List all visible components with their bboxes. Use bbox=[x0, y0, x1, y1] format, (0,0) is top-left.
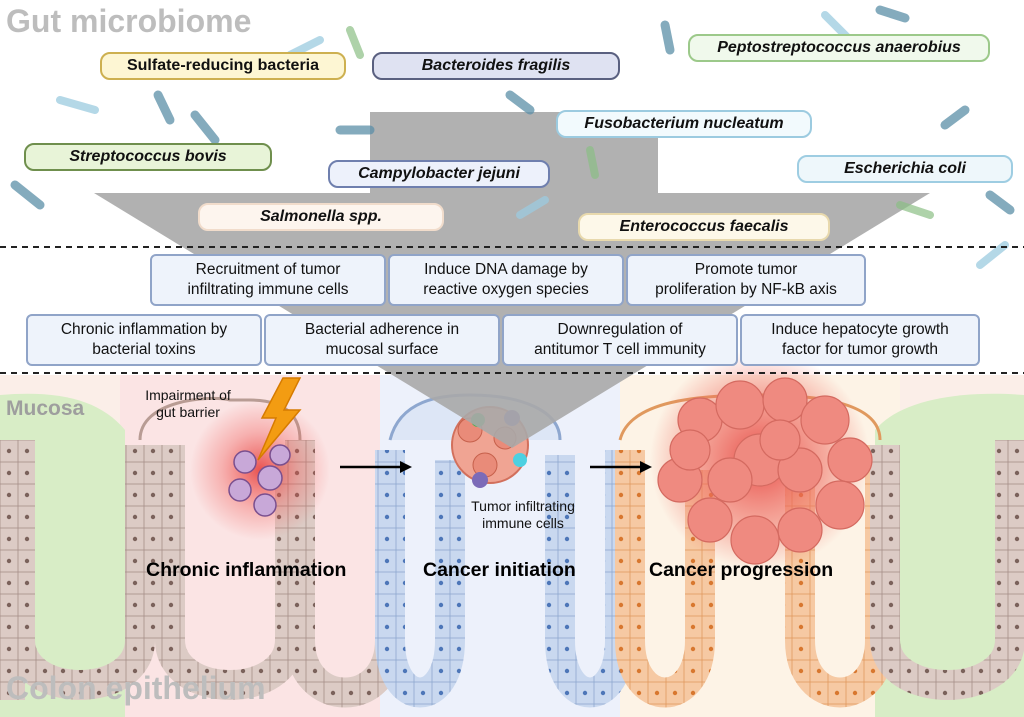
mechanism-line: Promote tumor bbox=[694, 261, 798, 278]
mechanism-line: infiltrating immune cells bbox=[187, 281, 349, 298]
mechanism-box-hgf: Induce hepatocyte growth factor for tumor… bbox=[740, 314, 980, 366]
mechanism-line: Chronic inflammation by bbox=[60, 321, 228, 338]
mechanism-box-recruitment: Recruitment of tumor infiltrating immune … bbox=[150, 254, 386, 306]
stage-label-chronic-inflammation: Chronic inflammation bbox=[146, 559, 347, 581]
mechanism-line: proliferation by NF-kB axis bbox=[655, 281, 837, 298]
stage-label-cancer-progression: Cancer progression bbox=[649, 559, 834, 581]
bacteria-label-enterococcus: Enterococcus faecalis bbox=[578, 213, 830, 241]
mechanism-line: factor for tumor growth bbox=[782, 341, 938, 358]
annotation-line: immune cells bbox=[482, 515, 564, 531]
mechanism-line: reactive oxygen species bbox=[423, 281, 589, 298]
mechanism-box-dna-damage: Induce DNA damage by reactive oxygen spec… bbox=[388, 254, 624, 306]
annotation-line: Tumor infiltrating bbox=[471, 498, 575, 514]
bacteria-label-peptostreptococcus: Peptostreptococcus anaerobius bbox=[688, 34, 990, 62]
bacteria-label-bacteroides-fragilis: Bacteroides fragilis bbox=[372, 52, 620, 80]
bacteria-label-sulfate-reducing: Sulfate-reducing bacteria bbox=[100, 52, 346, 80]
mechanism-line: bacterial toxins bbox=[92, 341, 196, 358]
mechanism-line: Induce DNA damage by bbox=[424, 261, 588, 278]
region-label-colon-epithelium: Colon epithelium bbox=[6, 670, 266, 706]
bacteria-label-salmonella: Salmonella spp. bbox=[198, 203, 444, 231]
bacteria-label-fusobacterium: Fusobacterium nucleatum bbox=[556, 110, 812, 138]
stage-label-cancer-initiation: Cancer initiation bbox=[423, 559, 576, 581]
mechanism-box-t-cell: Downregulation of antitumor T cell immuni… bbox=[502, 314, 738, 366]
annotation-line: gut barrier bbox=[156, 404, 220, 420]
mechanism-line: antitumor T cell immunity bbox=[534, 341, 706, 358]
mechanism-line: Downregulation of bbox=[557, 321, 683, 338]
region-label-gut-microbiome: Gut microbiome bbox=[6, 3, 252, 39]
mechanism-line: Bacterial adherence in bbox=[304, 321, 460, 338]
mechanism-line: Induce hepatocyte growth bbox=[771, 321, 949, 338]
mechanism-line: mucosal surface bbox=[325, 341, 439, 358]
mechanism-box-adherence: Bacterial adherence in mucosal surface bbox=[264, 314, 500, 366]
bacteria-label-escherichia-coli: Escherichia coli bbox=[797, 155, 1013, 183]
bacteria-label-campylobacter: Campylobacter jejuni bbox=[328, 160, 550, 188]
annotation-line: Impairment of bbox=[145, 387, 231, 403]
mechanism-box-toxins: Chronic inflammation by bacterial toxins bbox=[26, 314, 262, 366]
mechanism-line: Recruitment of tumor bbox=[195, 261, 341, 278]
mechanism-box-nfkb: Promote tumor proliferation by NF-kB axis bbox=[626, 254, 866, 306]
bacteria-label-streptococcus-bovis: Streptococcus bovis bbox=[24, 143, 272, 171]
region-label-mucosa: Mucosa bbox=[6, 397, 85, 420]
